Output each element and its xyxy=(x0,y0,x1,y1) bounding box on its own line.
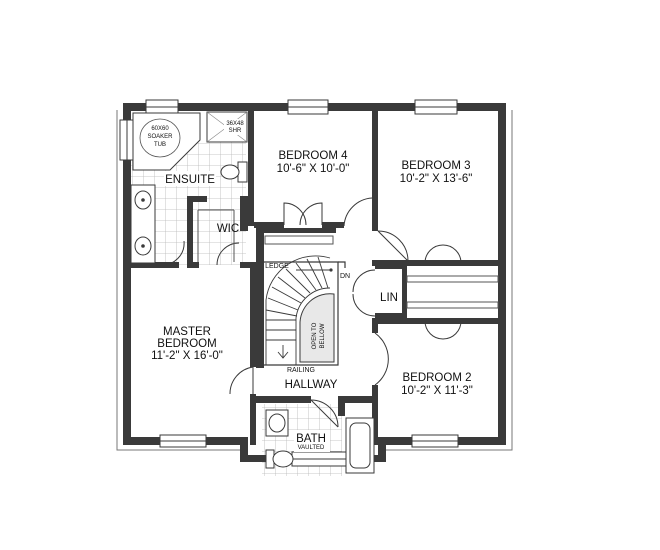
open-to-below-label: OPEN TO BELLOW xyxy=(312,322,326,349)
curved-staircase xyxy=(265,255,331,365)
bedroom2-name: BEDROOM 2 xyxy=(402,372,471,384)
bath-note: VAULTED xyxy=(298,445,325,451)
exterior-wall-outline xyxy=(116,110,513,451)
wic-name: WIC xyxy=(217,223,239,235)
open-to-below-line2: BELLOW xyxy=(320,323,326,348)
hallway-name: HALLWAY xyxy=(285,379,338,391)
master-name-line2: BEDROOM xyxy=(157,338,216,350)
bath-fixtures xyxy=(265,409,375,474)
shower-label: SHR xyxy=(229,128,242,134)
soaker-tub: 60X60 SOAKER TUB xyxy=(132,112,201,171)
shower-size-label: 36X48 xyxy=(226,121,244,127)
tub-size-label: 60X60 xyxy=(151,126,169,132)
stair-down-label: DN xyxy=(340,273,350,280)
bedroom4-size: 10'-6" X 10'-0" xyxy=(277,163,350,175)
bath-label-bg xyxy=(294,430,330,452)
linen-name: LIN xyxy=(380,292,398,304)
bath-name: BATH xyxy=(296,433,326,445)
open-to-below xyxy=(299,293,335,363)
closet-shelves xyxy=(197,209,499,309)
bedroom3-size: 10'-2" X 13'-6" xyxy=(400,173,473,185)
stair-railing-label: RAILING xyxy=(287,367,315,374)
bedroom3-name: BEDROOM 3 xyxy=(401,160,470,172)
tub-label: TUB xyxy=(154,142,166,148)
bedroom4-name: BEDROOM 4 xyxy=(278,150,348,162)
ensuite-toilet xyxy=(220,161,248,183)
tub-type-label: SOAKER xyxy=(147,134,173,140)
interior-walls xyxy=(131,111,498,445)
ensuite-name: ENSUITE xyxy=(165,174,215,186)
open-to-below-line1: OPEN TO xyxy=(312,322,318,349)
master-size: 11'-2" X 16'-0" xyxy=(151,350,223,362)
ensuite-label-bg xyxy=(164,171,216,186)
bedroom2-size: 10'-2" X 11'-3" xyxy=(401,385,473,397)
ensuite-vanity xyxy=(130,184,156,264)
master-name-line1: MASTER xyxy=(163,326,211,338)
windows xyxy=(119,99,459,467)
stair-ledge-label: LEDGE xyxy=(265,263,289,270)
stair-railing xyxy=(264,261,346,366)
shower: 36X48 SHR xyxy=(206,111,248,143)
newel-post xyxy=(329,268,333,272)
